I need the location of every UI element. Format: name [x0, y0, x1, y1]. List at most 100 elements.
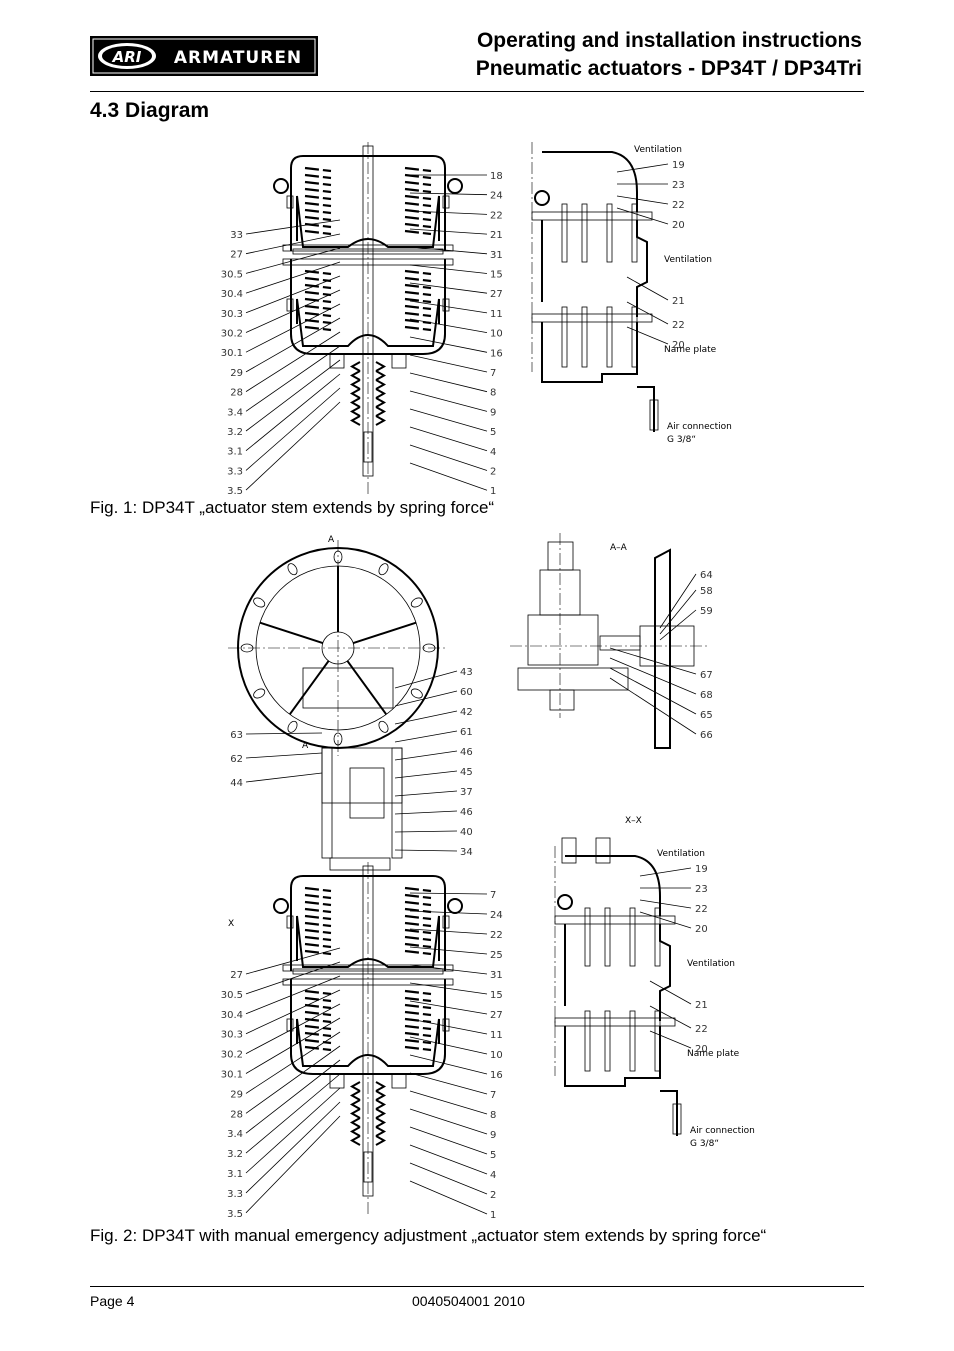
callout-42: 42	[460, 707, 473, 718]
air-connection-label: Air connection	[690, 1126, 755, 1136]
callout-21: 21	[490, 230, 503, 241]
callout-22: 22	[695, 904, 708, 915]
callout-16: 16	[490, 1070, 503, 1081]
callout-1: 1	[490, 1210, 496, 1221]
callout-67: 67	[700, 670, 713, 681]
section-x-x-label: X–X	[625, 816, 642, 826]
callout-31: 31	[490, 250, 503, 261]
fig1-caption: Fig. 1: DP34T „actuator stem extends by …	[90, 498, 495, 517]
callout-4: 4	[490, 1170, 496, 1181]
callout-30-4: 30.4	[221, 289, 243, 300]
fig1-actuator-section: 332730.530.430.330.230.129283.43.23.13.3…	[221, 142, 503, 497]
callout-40: 40	[460, 827, 473, 838]
callout-3-4: 3.4	[227, 1129, 243, 1140]
callout-3-5: 3.5	[227, 486, 243, 497]
callout-66: 66	[700, 730, 713, 741]
air-connection-label: Air connection	[667, 422, 732, 432]
callout-24: 24	[490, 191, 503, 202]
callout-58: 58	[700, 586, 713, 597]
callout-28: 28	[230, 388, 243, 399]
name-plate-label: Name plate	[687, 1049, 740, 1059]
header-divider	[90, 91, 864, 92]
callout-8: 8	[490, 1110, 496, 1121]
callout-15: 15	[490, 270, 503, 281]
ventilation-label-mid: Ventilation	[687, 959, 735, 969]
callout-37: 37	[460, 787, 473, 798]
callout-30-2: 30.2	[221, 329, 243, 340]
callout-30-4: 30.4	[221, 1010, 243, 1021]
callout-24: 24	[490, 910, 503, 921]
svg-text:ARMATUREN: ARMATUREN	[174, 48, 302, 68]
fig2-actuator-section: X6362442730.530.430.330.230.129283.43.23…	[221, 667, 503, 1221]
callout-63: 63	[230, 730, 243, 741]
callout-18: 18	[490, 171, 503, 182]
ventilation-label-top: Ventilation	[657, 849, 705, 859]
callout-22: 22	[490, 930, 503, 941]
callout-20: 20	[695, 924, 708, 935]
callout-22: 22	[672, 320, 685, 331]
callout-9: 9	[490, 1130, 496, 1141]
callout-3-4: 3.4	[227, 407, 243, 418]
fig2-caption: Fig. 2: DP34T with manual emergency adju…	[90, 1226, 767, 1245]
air-size-label: G 3/8“	[667, 435, 696, 445]
callout-20: 20	[695, 1044, 708, 1055]
title-line-2: Pneumatic actuators - DP34T / DP34Tri	[475, 57, 862, 80]
title-line-1: Operating and installation instructions	[476, 29, 862, 52]
fig1-diagram: 332730.530.430.330.230.129283.43.23.13.3…	[221, 142, 732, 497]
callout-30-2: 30.2	[221, 1050, 243, 1061]
callout-10: 10	[490, 329, 503, 340]
document-title: Operating and installation instructions …	[476, 27, 862, 83]
callout-64: 64	[700, 570, 713, 581]
section-mark-a-top: A	[328, 535, 335, 545]
name-plate-label: Name plate	[664, 345, 717, 355]
callout-43: 43	[460, 667, 473, 678]
callout-33: 33	[230, 230, 243, 241]
callout-4: 4	[490, 447, 496, 458]
callout-3-2: 3.2	[227, 427, 243, 438]
section-heading: 4.3 Diagram	[90, 99, 210, 122]
callout-8: 8	[490, 388, 496, 399]
callout-31: 31	[490, 970, 503, 981]
callout-59: 59	[700, 606, 713, 617]
callout-34: 34	[460, 847, 473, 858]
callout-30-5: 30.5	[221, 990, 243, 1001]
callout-45: 45	[460, 767, 473, 778]
callout-2: 2	[490, 1190, 496, 1201]
callout-62: 62	[230, 754, 243, 765]
callout-27: 27	[230, 250, 243, 261]
svg-text:ARI: ARI	[112, 48, 142, 66]
callout-27: 27	[490, 1010, 503, 1021]
callout-5: 5	[490, 427, 496, 438]
callout-7: 7	[490, 890, 496, 901]
callout-3-5: 3.5	[227, 1209, 243, 1220]
callout-7: 7	[490, 1090, 496, 1101]
callout-30-1: 30.1	[221, 348, 243, 359]
callout-19: 19	[695, 864, 708, 875]
callout-23: 23	[672, 180, 685, 191]
ari-armaturen-logo: ARI ARMATUREN	[90, 36, 318, 76]
callout-29: 29	[230, 1089, 243, 1100]
callout-21: 21	[695, 1000, 708, 1011]
callout-68: 68	[700, 690, 713, 701]
handwheel-drawing: AA	[228, 535, 448, 756]
callout-46: 46	[460, 807, 473, 818]
section-mark-a-bottom: A	[302, 741, 309, 751]
callout-30-3: 30.3	[221, 309, 243, 320]
section-mark-x: X	[228, 919, 234, 929]
callout-3-2: 3.2	[227, 1149, 243, 1160]
callout-19: 19	[672, 160, 685, 171]
callout-9: 9	[490, 407, 496, 418]
callout-30-3: 30.3	[221, 1030, 243, 1041]
callout-23: 23	[695, 884, 708, 895]
callout-5: 5	[490, 1150, 496, 1161]
callout-28: 28	[230, 1109, 243, 1120]
section-a-a-label: A–A	[610, 543, 628, 553]
callout-27: 27	[230, 970, 243, 981]
ventilation-label-top: Ventilation	[634, 145, 682, 155]
callout-29: 29	[230, 368, 243, 379]
callout-16: 16	[490, 348, 503, 359]
callout-15: 15	[490, 990, 503, 1001]
